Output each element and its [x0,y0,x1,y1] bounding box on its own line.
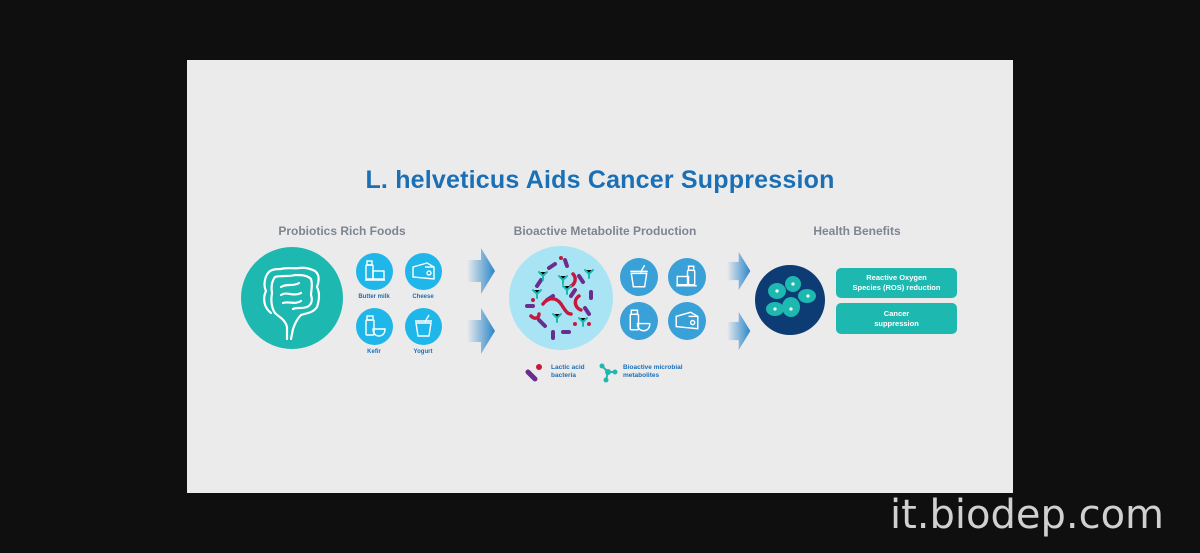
legend-line: Lactic acid [551,364,585,371]
product-cheese [668,302,706,340]
bacteria-circle [509,246,613,350]
arrow-right-icon [467,248,495,294]
yogurt-icon [415,314,432,337]
food-label-yogurt: Yogurt [413,349,433,355]
product-kefir [620,302,658,340]
food-buttermilk [356,253,393,290]
intestine-icon [263,266,320,341]
buttermilk-icon [676,265,697,287]
cancer-cells-circle [755,265,825,335]
cells-icon [766,276,816,317]
arrow-right-icon [727,311,751,351]
food-label-cheese: Cheese [412,294,434,300]
food-yogurt [405,308,442,345]
food-label-buttermilk: Butter milk [358,294,390,300]
legend-line: bacteria [551,372,576,380]
slide: L. helveticus Aids Cancer Suppression Pr… [187,60,1013,493]
legend-line: metabolites [623,372,660,380]
section-heading-foods: Probiotics Rich Foods [278,224,406,238]
legend-label-metabolites: Bioactive microbial metabolites [623,364,693,381]
bacteria-metabolites-icon [525,256,594,340]
food-cheese [405,253,442,290]
legend-label-bacteria: Lactic acid bacteria [551,364,621,381]
food-label-kefir: Kefir [367,349,381,355]
benefit-line: Cancer [883,308,910,318]
kefir-icon [365,315,386,337]
cheese-icon [675,311,699,330]
benefit-line: suppression [874,318,919,328]
slide-title: L. helveticus Aids Cancer Suppression [365,166,835,194]
kefir-icon [629,309,651,332]
benefit-line: Species (ROS) reduction [852,283,941,292]
section-heading-benefits: Health Benefits [813,224,901,238]
legend-line: Bioactive microbial [623,364,683,371]
watermark: it.biodep.com [890,492,1165,538]
arrow-right-icon [727,251,751,291]
food-kefir [356,308,393,345]
buttermilk-icon [365,260,385,281]
bacteria-icon [525,364,542,382]
intestine-circle [241,247,343,349]
section-heading-metabolites: Bioactive Metabolite Production [513,224,697,238]
product-yogurt [620,258,658,296]
yogurt-icon [630,264,648,288]
arrow-right-icon [467,308,495,354]
metabolite-icon [599,363,618,383]
cheese-icon [412,262,435,280]
benefit-line: Reactive Oxygen [866,273,927,283]
product-buttermilk [668,258,706,296]
